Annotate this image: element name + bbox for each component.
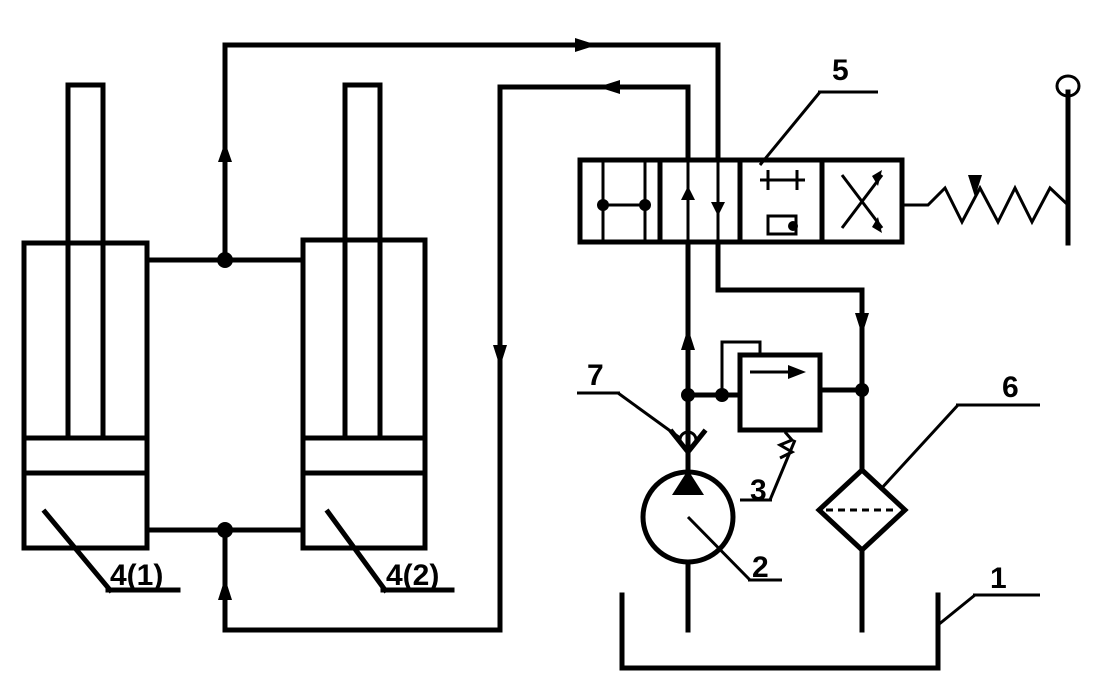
arrow-right-top [575,38,597,52]
relief-valve-3 [737,352,823,502]
directional-valve-5 [577,74,1081,246]
cylinder-4-2-piston [300,435,428,476]
label-pump: 2 [752,551,769,584]
tank-1 [619,592,1040,671]
arrow-up-pump-line [681,328,695,350]
filter-6 [815,403,1040,554]
label-tank: 1 [990,562,1007,595]
cylinder-4-1-rod [65,82,106,248]
cylinder-4-2-rod-inner [342,237,383,441]
label-relief-valve: 3 [750,474,767,507]
label-check-valve: 7 [587,359,604,392]
pipe-network [144,42,865,633]
cylinder-4-1-rod-inner [65,240,106,441]
pump-2 [640,469,782,582]
arrow-up-left [218,142,232,162]
check-valve-7 [577,391,708,457]
label-cylinder-4-1: 4(1) [110,559,163,592]
arrow-up-bottom [218,578,232,600]
label-cylinder-4-2: 4(2) [386,559,439,592]
cylinder-4-1 [21,82,181,594]
arrow-down-return [855,313,869,335]
cylinder-4-2-rod [342,82,383,248]
cylinder-4-2 [300,82,455,594]
label-directional-valve: 5 [832,54,849,87]
arrow-down-mid [493,345,507,367]
junctions [217,252,869,538]
cylinder-4-1-piston [21,435,150,476]
label-filter: 6 [1002,371,1019,404]
arrow-left-top [598,80,620,94]
flow-arrows [218,38,869,600]
